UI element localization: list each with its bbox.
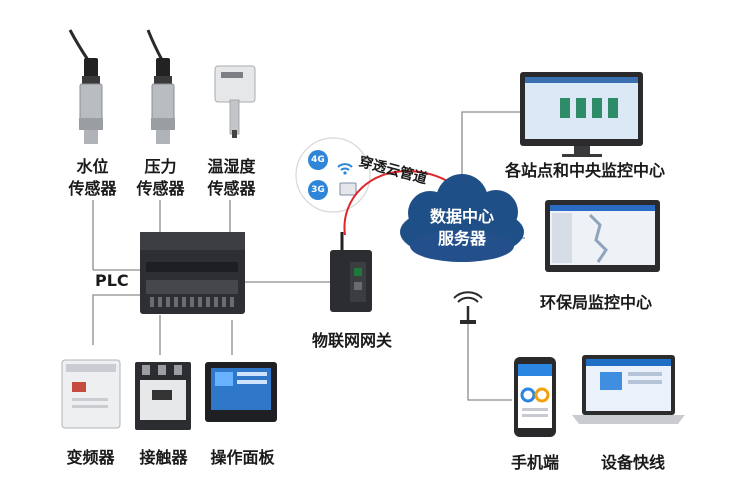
line-antenna-to-phone (467, 322, 512, 401)
gateway-label: 物联网网关 (311, 331, 392, 350)
phone-image (514, 357, 556, 437)
temp-humidity-sensor-image (214, 65, 256, 138)
water-sensor-line1: 水位 (76, 157, 109, 176)
inverter-image (61, 359, 121, 429)
antenna-icon (453, 291, 483, 324)
station-monitor-image (520, 72, 643, 157)
cloud-line2: 服务器 (437, 229, 486, 248)
station-monitor-label: 各站点和中央监控中心 (504, 161, 665, 180)
pressure-sensor-label: 压力 传感器 (123, 156, 198, 200)
3g-badge-label: 3G (311, 185, 325, 195)
temp-humidity-sensor-label: 温湿度 传感器 (194, 156, 269, 200)
plc-image (140, 232, 245, 314)
cloud-server-label: 数据中心 服务器 (407, 206, 517, 250)
cloud-line1: 数据中心 (429, 207, 494, 226)
3g-badge (308, 180, 328, 200)
operator-panel-label: 操作面板 (210, 448, 275, 467)
phone-label: 手机端 (510, 453, 559, 472)
env-monitor-image (545, 200, 660, 272)
4g-badge (308, 150, 328, 170)
gateway-image (330, 232, 372, 312)
laptop-image (572, 355, 685, 424)
pressure-sensor-line2: 传感器 (136, 179, 185, 198)
water-level-sensor-label: 水位 传感器 (55, 156, 130, 200)
operator-panel-image (205, 362, 277, 422)
water-level-sensor-image (68, 29, 103, 144)
wireless-badge-group (295, 137, 371, 213)
pressure-sensor-image (146, 29, 175, 144)
line-plc-to-inverter (92, 294, 140, 345)
wifi-icon (337, 163, 353, 168)
laptop-label: 设备快线 (600, 453, 665, 472)
pressure-sensor-line1: 压力 (144, 157, 177, 176)
4g-badge-label: 4G (311, 155, 325, 165)
cloud-server-image (400, 174, 524, 262)
inverter-label: 变频器 (66, 448, 115, 467)
temp-sensor-line1: 温湿度 (207, 157, 256, 176)
env-monitor-label: 环保局监控中心 (539, 293, 652, 312)
contactor-label: 接触器 (139, 448, 188, 467)
temp-sensor-line2: 传感器 (207, 179, 256, 198)
signal-tower-icon (339, 182, 357, 196)
line-cloud-to-station (461, 111, 520, 195)
contactor-image (135, 362, 191, 430)
water-sensor-line2: 传感器 (68, 179, 117, 198)
plc-label: PLC (95, 271, 129, 290)
